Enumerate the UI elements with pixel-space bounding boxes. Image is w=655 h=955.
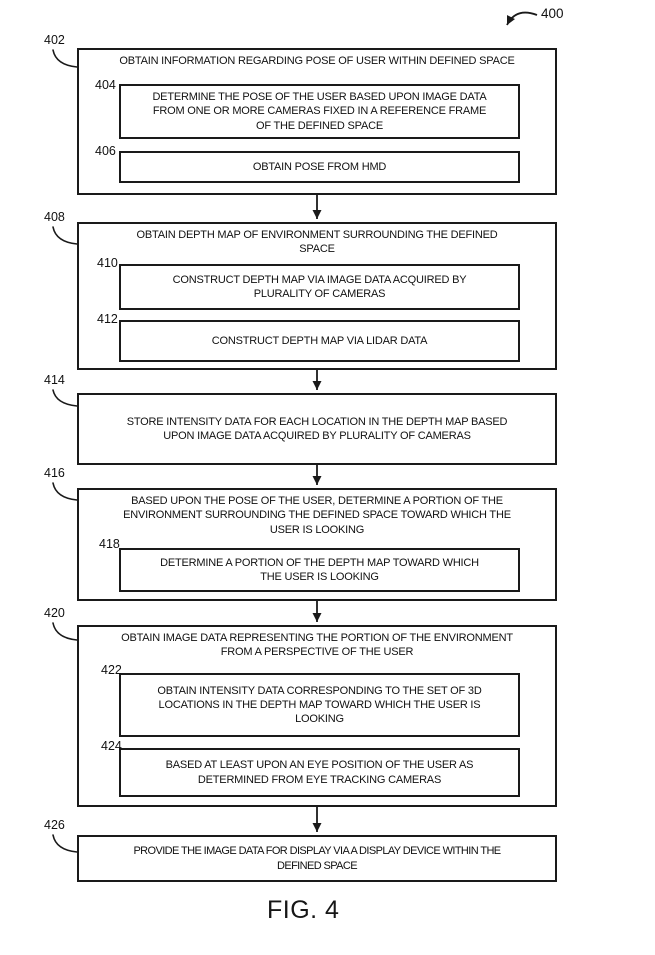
leader-line-408 <box>52 226 78 245</box>
substep-text-422: OBTAIN INTENSITY DATA CORRESPONDING TO T… <box>157 684 482 726</box>
step-box-414: STORE INTENSITY DATA FOR EACH LOCATION I… <box>77 393 557 465</box>
leader-line-414 <box>52 389 78 407</box>
step-ref-label-420: 420 <box>44 606 65 620</box>
step-ref-label-410: 410 <box>97 256 118 270</box>
substep-text-412: CONSTRUCT DEPTH MAP VIA LIDAR DATA <box>211 334 428 347</box>
step-text-402: OBTAIN INFORMATION REGARDING POSE OF USE… <box>119 55 515 67</box>
step-text-426: PROVIDE THE IMAGE DATA FOR DISPLAY VIA A… <box>133 845 501 872</box>
leader-line-416 <box>52 482 78 501</box>
step-ref-label-406: 406 <box>95 144 116 158</box>
substep-text-406: OBTAIN POSE FROM HMD <box>252 160 387 173</box>
step-ref-label-424: 424 <box>101 739 122 753</box>
step-ref-label-422: 422 <box>101 663 122 677</box>
step-box-426: PROVIDE THE IMAGE DATA FOR DISPLAY VIA A… <box>77 835 557 882</box>
figure-reference-arrow <box>506 11 538 26</box>
step-ref-label-414: 414 <box>44 373 65 387</box>
substep-box-418: DETERMINE A PORTION OF THE DEPTH MAP TOW… <box>119 548 520 592</box>
step-text-414: STORE INTENSITY DATA FOR EACH LOCATION I… <box>126 415 508 442</box>
step-ref-label-416: 416 <box>44 466 65 480</box>
substep-box-406: OBTAIN POSE FROM HMD <box>119 151 520 183</box>
substep-text-424: BASED AT LEAST UPON AN EYE POSITION OF T… <box>165 759 474 786</box>
figure-caption: FIG. 4 <box>267 896 340 924</box>
step-ref-label-404: 404 <box>95 78 116 92</box>
step-ref-label-402: 402 <box>44 33 65 47</box>
step-ref-label-408: 408 <box>44 210 65 224</box>
substep-box-424: BASED AT LEAST UPON AN EYE POSITION OF T… <box>119 748 520 797</box>
substep-box-404: DETERMINE THE POSE OF THE USER BASED UPO… <box>119 84 520 139</box>
leader-line-402 <box>52 49 78 68</box>
step-text-416: BASED UPON THE POSE OF THE USER, DETERMI… <box>123 495 511 536</box>
step-ref-label-418: 418 <box>99 537 120 551</box>
step-ref-label-426: 426 <box>44 818 65 832</box>
substep-box-412: CONSTRUCT DEPTH MAP VIA LIDAR DATA <box>119 320 520 362</box>
step-text-420: OBTAIN IMAGE DATA REPRESENTING THE PORTI… <box>121 632 513 659</box>
substep-box-410: CONSTRUCT DEPTH MAP VIA IMAGE DATA ACQUI… <box>119 264 520 310</box>
step-ref-label-412: 412 <box>97 312 118 326</box>
substep-text-404: DETERMINE THE POSE OF THE USER BASED UPO… <box>152 91 487 132</box>
substep-text-410: CONSTRUCT DEPTH MAP VIA IMAGE DATA ACQUI… <box>172 273 467 300</box>
leader-line-426 <box>52 834 78 853</box>
figure-reference-number: 400 <box>541 6 564 21</box>
leader-line-420 <box>52 622 78 641</box>
step-text-408: OBTAIN DEPTH MAP OF ENVIRONMENT SURROUND… <box>136 229 498 256</box>
substep-text-418: DETERMINE A PORTION OF THE DEPTH MAP TOW… <box>160 556 479 583</box>
substep-box-422: OBTAIN INTENSITY DATA CORRESPONDING TO T… <box>119 673 520 737</box>
